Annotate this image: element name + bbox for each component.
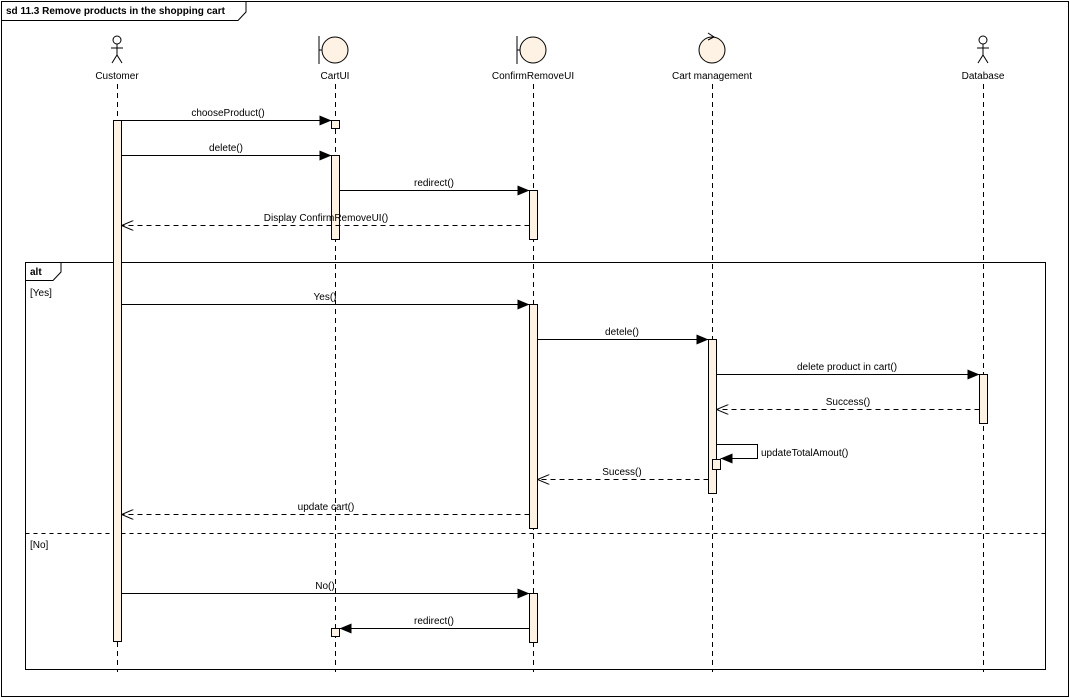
activation-customer xyxy=(113,120,122,642)
message-label: Yes() xyxy=(314,292,337,303)
activation-cart-management xyxy=(708,339,717,494)
message-label: redirect() xyxy=(414,616,454,627)
actor-icon xyxy=(977,35,989,64)
participant-cart-management[interactable]: Cart management xyxy=(672,32,752,82)
activation-database xyxy=(979,374,988,424)
participant-confirmremoveui[interactable]: ConfirmRemoveUI xyxy=(492,36,574,82)
participant-label: Customer xyxy=(95,71,139,82)
message-label: chooseProduct() xyxy=(191,108,264,119)
alt-operator-label: alt xyxy=(30,267,42,278)
message-label: Display ConfirmRemoveUI() xyxy=(264,213,388,224)
messages xyxy=(121,115,980,634)
message-label: Sucess() xyxy=(602,467,641,478)
activation-confirmremoveui-1 xyxy=(529,190,538,240)
activation-confirmremoveui-2 xyxy=(529,304,538,529)
participant-customer[interactable]: Customer xyxy=(95,35,139,82)
message-label: redirect() xyxy=(414,178,454,189)
participant-database[interactable]: Database xyxy=(962,35,1005,82)
alt-fragment: alt [Yes] [No] xyxy=(25,262,1046,670)
boundary-icon xyxy=(516,36,547,64)
message-label: detele() xyxy=(605,327,639,338)
message-label: updateTotalAmout() xyxy=(761,448,848,459)
control-icon xyxy=(698,32,726,64)
activation-confirmremoveui-3 xyxy=(529,593,538,643)
message-label: Success() xyxy=(826,397,870,408)
message-label: delete product in cart() xyxy=(797,362,897,373)
alt-guard-no: [No] xyxy=(30,540,49,551)
message-labels: chooseProduct() delete() redirect() Disp… xyxy=(191,108,897,627)
alt-guard-yes: [Yes] xyxy=(30,288,52,299)
message-label: No() xyxy=(315,581,334,592)
boundary-icon xyxy=(318,36,349,64)
activation-cartui-2 xyxy=(331,155,340,240)
message-label: update cart() xyxy=(298,502,355,513)
self-message-arrow xyxy=(716,444,758,464)
activations xyxy=(113,120,988,643)
participant-label: Database xyxy=(962,71,1005,82)
participant-cartui[interactable]: CartUI xyxy=(318,36,350,82)
alt-operator-tab xyxy=(25,262,62,281)
message-label: delete() xyxy=(209,143,243,154)
actor-icon xyxy=(111,35,123,64)
participant-label: CartUI xyxy=(321,71,350,82)
participant-label: ConfirmRemoveUI xyxy=(492,71,574,82)
activation-cartui-1 xyxy=(331,120,340,129)
activation-cart-management-self xyxy=(712,459,721,470)
frame-title-tab xyxy=(1,1,247,21)
alt-fragment-box xyxy=(25,262,1046,670)
activation-cartui-3 xyxy=(331,628,340,637)
frame-title: sd 11.3 Remove products in the shopping … xyxy=(6,6,226,17)
participant-label: Cart management xyxy=(672,71,752,82)
